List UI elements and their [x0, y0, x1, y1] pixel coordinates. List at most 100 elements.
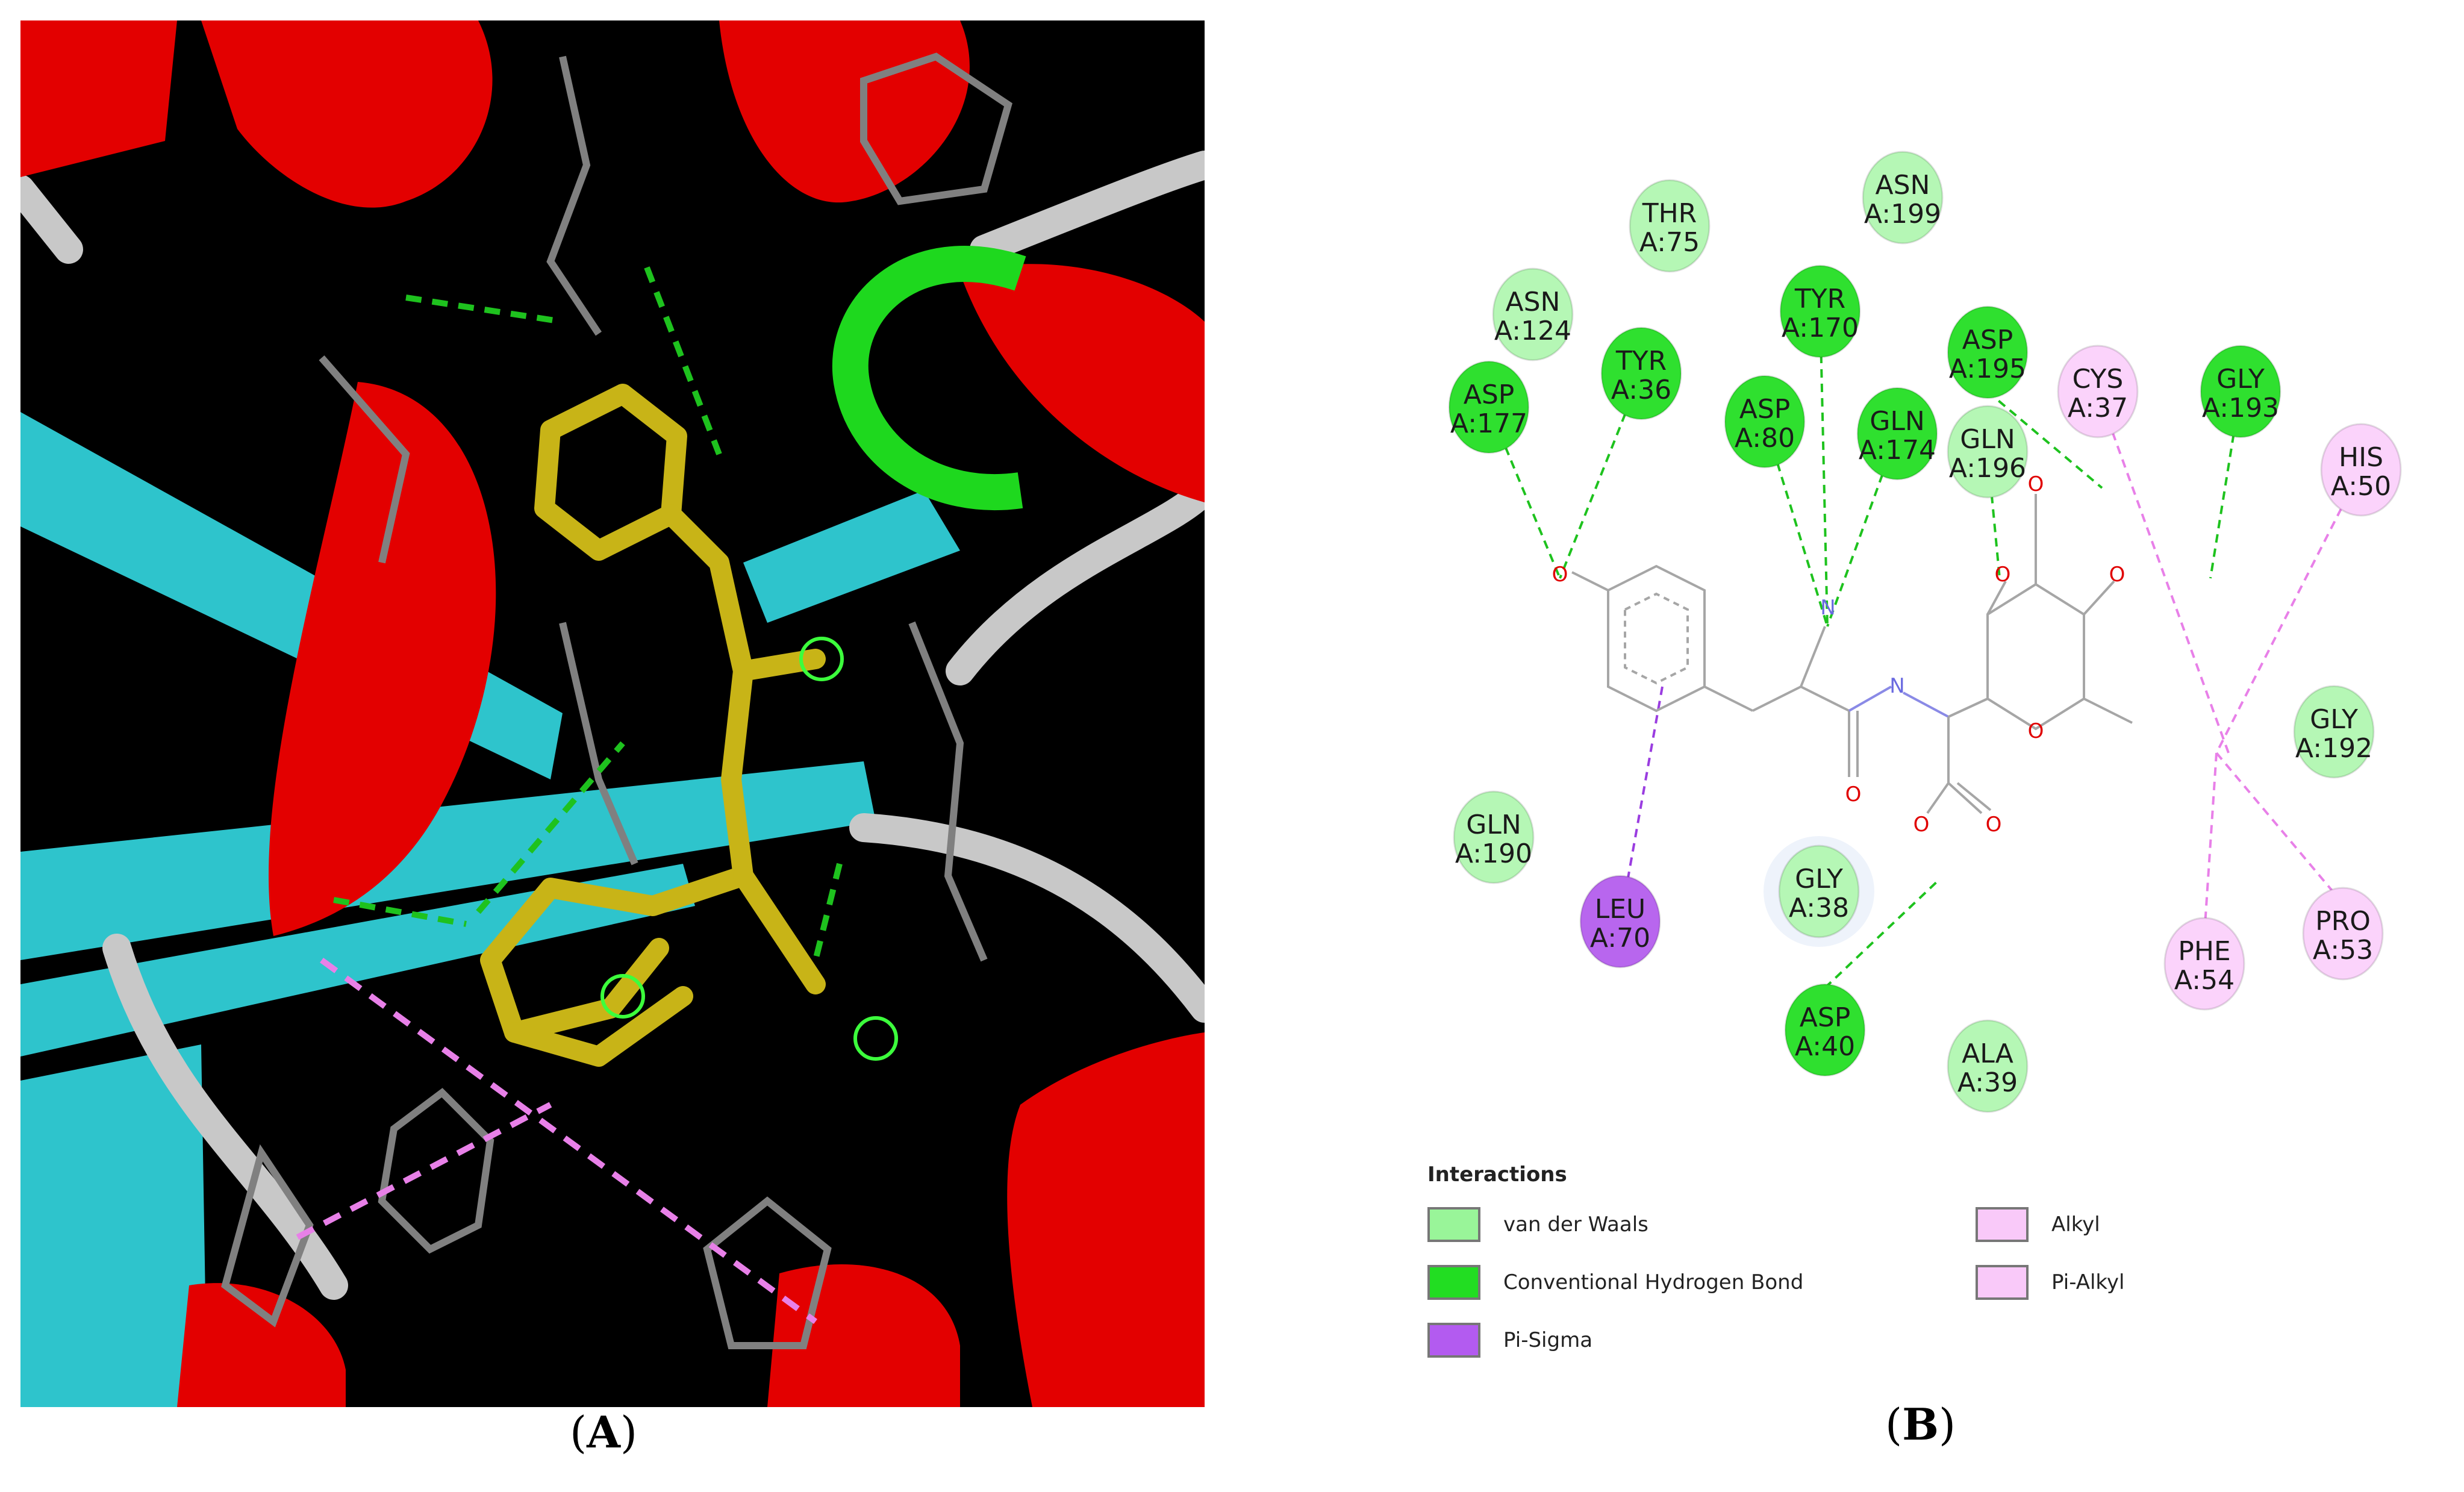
- legend-label-alkyl: Alkyl: [2051, 1213, 2100, 1237]
- residue-name: ALA: [1962, 1038, 2013, 1069]
- ligand-sticks: [480, 384, 826, 1067]
- atom-n-amine: N: [1820, 596, 1835, 620]
- legend-item-van-der-waals: van der Waals: [1427, 1205, 1648, 1244]
- interaction-diagram-svg: O N N O O O O O O O THRA:75ASNA:199ASNA:…: [1448, 151, 2402, 1113]
- residue-disc: [2320, 423, 2402, 517]
- residue-id: A:70: [1590, 923, 1650, 954]
- protein-ligand-3d-render: [20, 20, 1205, 1407]
- residue-name: HIS: [2339, 442, 2383, 473]
- 3d-docking-view: [20, 20, 1205, 1407]
- legend-item-alkyl: Alkyl: [1976, 1205, 2100, 1244]
- residue-id: A:75: [1639, 227, 1700, 258]
- legend-label-van-der-waals: van der Waals: [1503, 1213, 1648, 1237]
- residue-disc: [1947, 305, 2029, 399]
- residue-disc: [1724, 375, 1806, 469]
- residue-disc: [2200, 345, 2282, 439]
- phenyl-ring: [1607, 564, 1706, 713]
- residue-id: A:196: [1949, 453, 2026, 484]
- atom-o-phenol: O: [1552, 563, 1568, 587]
- residue-id: A:124: [1494, 316, 1571, 346]
- residue-disc: [1947, 1019, 2029, 1113]
- alkyl-dashes: [296, 957, 817, 1325]
- residue-disc: [1856, 387, 1938, 481]
- legend-title: Interactions: [1427, 1163, 1567, 1187]
- legend-item-conventional-hydrogen-bond: Conventional Hydrogen Bond: [1427, 1263, 1803, 1302]
- residue-name: LEU: [1595, 894, 1646, 925]
- atom-o-carboxyl-1: O: [1913, 813, 1930, 837]
- alkyl-line-phe54: [2203, 752, 2218, 934]
- residue-disc: [1947, 405, 2029, 499]
- residue-name: TYR: [1615, 346, 1667, 376]
- residue-disc: [1579, 875, 1661, 969]
- residue-id: A:40: [1795, 1031, 1855, 1062]
- residue-name: TYR: [1794, 284, 1845, 314]
- residue-disc: [2293, 685, 2375, 779]
- residue-name: GLN: [1960, 424, 2015, 455]
- residue-id: A:192: [2295, 733, 2372, 764]
- alkyl-line-pro53: [2215, 752, 2344, 905]
- hbond-line-asp195: [1986, 390, 2103, 489]
- residue-disc: [1784, 983, 1866, 1077]
- residue-id: A:37: [2068, 393, 2128, 423]
- residue-name: CYS: [2073, 364, 2124, 395]
- residue-disc: [1600, 326, 1682, 420]
- residue-id: A:199: [1864, 199, 1941, 229]
- sugar-ring: [1986, 582, 2085, 731]
- hbond-line-asp40: [1824, 878, 1941, 989]
- residue-name: GLN: [1870, 406, 1925, 437]
- residue-name: ASN: [1876, 170, 1930, 201]
- interaction-markers: [600, 637, 898, 1061]
- ligand-skeleton: [1571, 494, 2133, 814]
- atom-o-ring: O: [2028, 719, 2044, 743]
- hydrogen-bond-dashes: [333, 266, 843, 961]
- residue-name: ASN: [1506, 287, 1561, 317]
- residue-disc: [1779, 264, 1861, 358]
- atom-o-hydroxyl-1: O: [1995, 563, 2011, 587]
- residue-id: A:195: [1949, 354, 2026, 384]
- legend-item-pi-alkyl: Pi-Alkyl: [1976, 1263, 2124, 1302]
- residue-id: A:53: [2313, 935, 2373, 966]
- atom-o-carbonyl: O: [1845, 782, 1862, 807]
- legend-label-pi-alkyl: Pi-Alkyl: [2051, 1270, 2125, 1294]
- residue-name: PHE: [2178, 936, 2230, 967]
- coil-tubes: [20, 151, 1205, 1300]
- residue-id: A:80: [1735, 423, 1795, 454]
- residue-id: A:50: [2331, 471, 2391, 502]
- legend-swatch-alkyl: [1976, 1207, 2029, 1242]
- residue-disc: [1629, 179, 1711, 273]
- legend-swatch-pi-sigma: [1427, 1323, 1480, 1358]
- green-coil-segment: [832, 246, 1026, 511]
- atom-n-amide: N: [1889, 674, 1904, 698]
- interaction-legend: Interactions van der Waals Conventional …: [1421, 1163, 2325, 1361]
- residue-disc: [1453, 790, 1535, 884]
- residue-disc: [1862, 151, 1944, 245]
- legend-label-conventional-hydrogen-bond: Conventional Hydrogen Bond: [1503, 1270, 1804, 1294]
- pi-alkyl-line-his50: [2215, 469, 2362, 754]
- ligand-atom-labels: O N N O O O O O O O: [1552, 472, 2126, 837]
- legend-label-pi-sigma: Pi-Sigma: [1503, 1328, 1593, 1352]
- residue-disc: [2302, 887, 2384, 981]
- alkyl-line-cys37: [2097, 391, 2230, 754]
- residue-name: ASP: [1464, 379, 1515, 410]
- legend-item-pi-sigma: Pi-Sigma: [1427, 1320, 1592, 1360]
- residue-id: A:39: [1957, 1067, 2018, 1098]
- residue-disc: [1492, 267, 1574, 361]
